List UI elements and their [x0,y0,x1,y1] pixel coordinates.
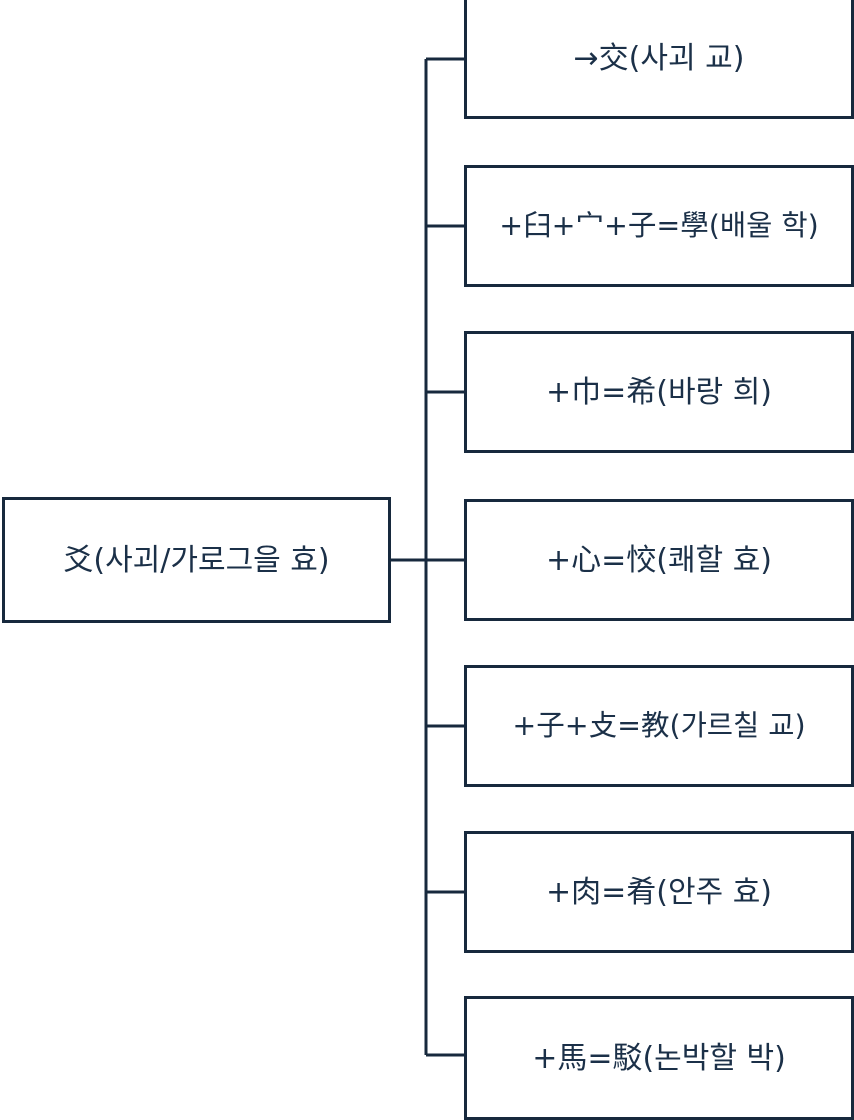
child-node-4-label: +心=恔(쾌할 효) [545,542,773,578]
child-node-3-label: +巾=希(바랑 희) [545,374,773,410]
child-node-2: +臼+宀+子=學(배울 학) [464,165,854,287]
child-node-4: +心=恔(쾌할 효) [464,499,854,621]
child-node-7: +馬=駁(논박할 박) [464,996,854,1120]
root-node-label: 爻(사괴/가로그을 효) [63,542,330,578]
root-node: 爻(사괴/가로그을 효) [2,497,391,623]
child-node-6-label: +肉=肴(안주 효) [545,874,773,910]
child-node-3: +巾=希(바랑 희) [464,331,854,453]
child-node-1-label: →交(사괴 교) [573,40,745,76]
child-node-2-label: +臼+宀+子=學(배울 학) [499,209,819,243]
child-node-5: +子+攴=教(가르칠 교) [464,665,854,787]
child-node-7-label: +馬=駁(논박할 박) [532,1040,786,1076]
child-node-6: +肉=肴(안주 효) [464,831,854,953]
child-node-1: →交(사괴 교) [464,0,854,119]
child-node-5-label: +子+攴=教(가르칠 교) [512,709,806,743]
